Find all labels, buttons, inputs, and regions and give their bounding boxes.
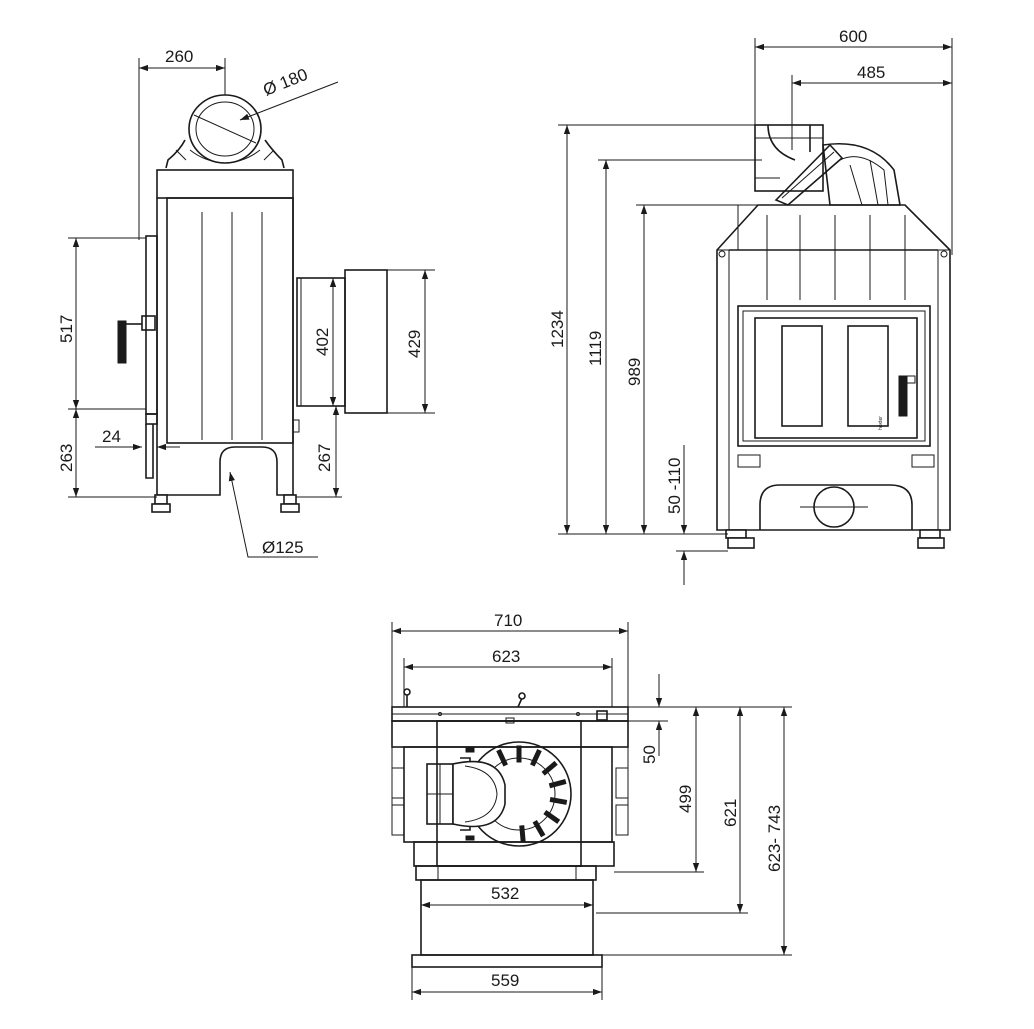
- dim-label: 710: [494, 611, 522, 630]
- dim-label: 621: [721, 799, 740, 827]
- top-view: 710 623 50 499 621 623- 743: [391, 611, 792, 1000]
- dim-429: 429: [387, 269, 435, 414]
- top-body: [391, 720, 629, 968]
- dim-label: 517: [57, 315, 76, 343]
- dim-485: 485: [791, 63, 952, 150]
- dim-623-743: 623- 743: [602, 707, 792, 956]
- dim-1234: 1234: [548, 124, 755, 535]
- dim-label: 50: [640, 745, 659, 764]
- dim-label: 260: [165, 47, 193, 66]
- dim-label: 485: [857, 63, 885, 82]
- dim-267: 267: [296, 406, 342, 498]
- brand-mark: hoxter: [878, 416, 884, 430]
- dim-label: 600: [839, 27, 867, 46]
- dim-label: 429: [405, 330, 424, 358]
- dim-label: 263: [57, 444, 76, 472]
- dim-989: 989: [625, 204, 758, 534]
- dim-263: 263: [57, 409, 157, 498]
- dim-402: 402: [313, 278, 337, 406]
- side-view: 260 Ø 180 517 263 24 402: [57, 47, 435, 558]
- dim-label: 989: [625, 358, 644, 386]
- dim-24: 24: [95, 427, 180, 451]
- side-body: [117, 169, 300, 513]
- fan-assembly: [426, 741, 572, 847]
- dim-label: 623: [492, 647, 520, 666]
- flue-collar: [165, 94, 285, 169]
- dim-label: 1119: [586, 331, 605, 366]
- dim-label: Ø125: [262, 538, 304, 557]
- dim-532: 532: [421, 884, 593, 909]
- dim-label: 1234: [548, 310, 567, 348]
- dim-517: 517: [57, 237, 146, 410]
- dim-50: 50: [614, 674, 792, 764]
- dim-1119: 1119: [586, 159, 762, 534]
- dim-710: 710: [391, 611, 629, 707]
- dim-diameter-125: Ø125: [228, 471, 318, 558]
- dim-label: 50 -110: [665, 458, 684, 514]
- dim-499: 499: [614, 707, 704, 873]
- dim-label: 402: [313, 328, 332, 356]
- dim-label: 267: [315, 444, 334, 472]
- front-view: hoxter 600 485: [548, 27, 953, 585]
- dim-621: 621: [596, 707, 748, 914]
- dim-label: 532: [491, 884, 519, 903]
- dim-diameter-180: Ø 180: [239, 65, 339, 121]
- dim-260: 260: [138, 47, 226, 240]
- flue-elbow: [754, 124, 901, 206]
- dim-label: 499: [676, 785, 695, 813]
- dim-50-110: 50 -110: [665, 445, 728, 585]
- dim-label: Ø 180: [260, 65, 310, 100]
- dim-label: 559: [491, 971, 519, 990]
- dim-623: 623: [403, 647, 613, 707]
- dim-559: 559: [411, 967, 603, 1000]
- top-front-plate: [391, 688, 629, 724]
- dim-600: 600: [754, 27, 953, 255]
- dim-label: 24: [102, 427, 121, 446]
- dim-label: 623- 743: [765, 805, 784, 872]
- side-duct: [296, 269, 388, 414]
- front-body: hoxter: [716, 204, 951, 549]
